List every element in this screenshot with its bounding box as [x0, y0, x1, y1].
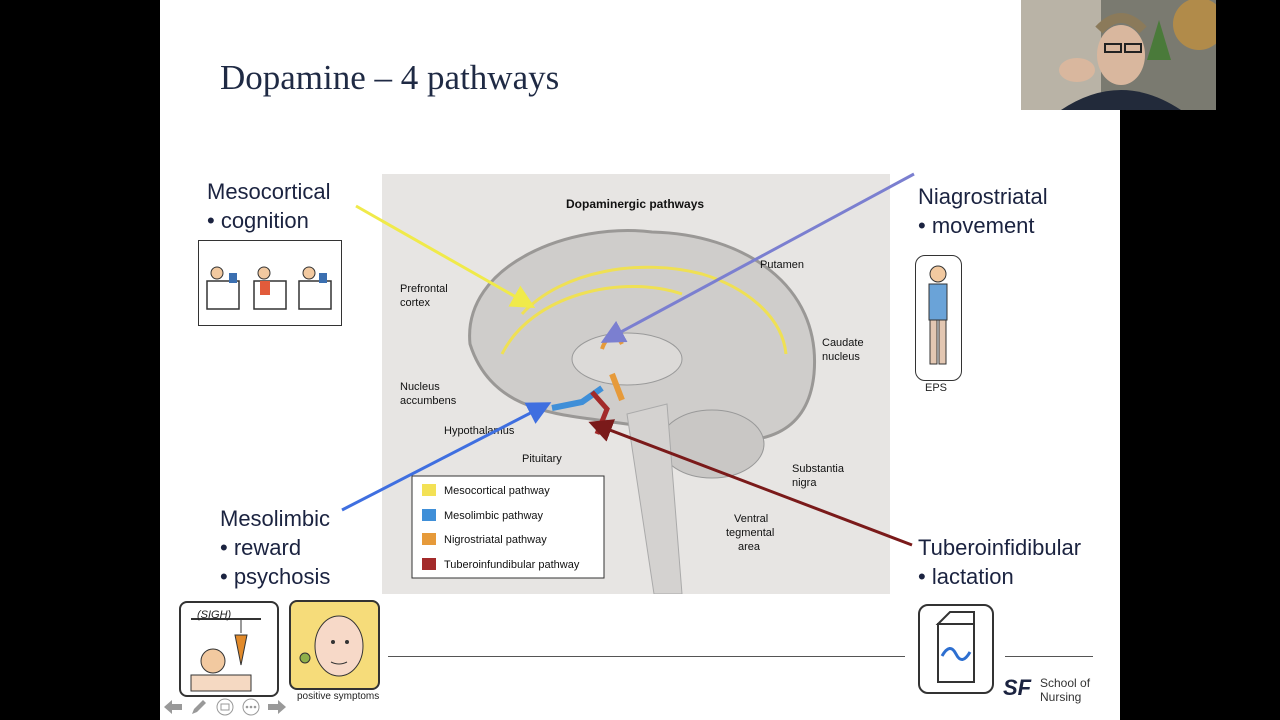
- nigrostriatal-bullet: • movement: [918, 213, 1035, 238]
- caudate-label: Caudate: [822, 337, 864, 349]
- legend-swatch-tuberoinfundibular: [422, 558, 436, 570]
- nigrostriatal-name: Niagrostriatal: [918, 184, 1048, 209]
- classroom-icon: [198, 240, 342, 326]
- mesocortical-arrow: [355, 204, 536, 308]
- tuberoinfundibular-bullet: • lactation: [918, 564, 1014, 589]
- legend-label-nigrostriatal: Nigrostriatal pathway: [444, 534, 547, 546]
- tegmental-label: tegmental: [726, 527, 774, 539]
- presenter-webcam: [1021, 0, 1216, 110]
- nucleus-label: nucleus: [822, 351, 860, 363]
- tuberoinfundibular-arrow: [588, 419, 913, 547]
- slides-icon[interactable]: [215, 697, 235, 717]
- mesolimbic-bullet-psychosis: • psychosis: [220, 564, 331, 589]
- mesolimbic-bullet-reward: • reward: [220, 535, 302, 560]
- positive-symptoms-caption: positive symptoms: [297, 691, 380, 702]
- figure-legend: Mesocortical pathway Mesolimbic pathway …: [411, 475, 605, 579]
- ucsf-logo: SF: [1003, 675, 1032, 700]
- pathway-arrows: [341, 172, 915, 547]
- nigra-label: nigra: [792, 477, 817, 489]
- org-line-1: School of: [1040, 676, 1091, 690]
- mesolimbic-label: Mesolimbic • reward • psychosis: [220, 504, 330, 591]
- legend-label-tuberoinfundibular: Tuberoinfundibular pathway: [444, 559, 580, 571]
- figure-title: Dopaminergic pathways: [566, 197, 704, 211]
- area-label: area: [738, 541, 761, 553]
- slide-title: Dopamine – 4 pathways: [220, 58, 560, 97]
- tuberoinfundibular-name: Tuberoinfidibular: [918, 535, 1082, 560]
- pen-icon[interactable]: [189, 697, 209, 717]
- footer-rule: [388, 656, 905, 657]
- legend-label-mesolimbic: Mesolimbic pathway: [444, 510, 544, 522]
- legend-label-mesocortical: Mesocortical pathway: [444, 485, 550, 497]
- substantia-label: Substantia: [792, 463, 845, 475]
- arrow-left-icon[interactable]: [163, 697, 183, 717]
- accumbens-label-2: accumbens: [400, 395, 457, 407]
- mesocortical-name: Mesocortical: [207, 179, 331, 204]
- nigrostriatal-label: Niagrostriatal • movement: [918, 182, 1048, 240]
- slide-navigation: [163, 697, 287, 717]
- slide: Dopamine – 4 pathways Mesocortical • cog…: [160, 0, 1120, 720]
- carrot-stick-icon: (SIGH): [179, 601, 279, 697]
- prefrontal-label: Prefrontal: [400, 283, 448, 295]
- milk-carton-icon: [918, 604, 994, 694]
- hypothalamus-label: Hypothalamus: [444, 425, 515, 437]
- tuberoinfundibular-label: Tuberoinfidibular • lactation: [918, 533, 1081, 591]
- sigh-caption: (SIGH): [197, 609, 232, 621]
- legend-swatch-mesocortical: [422, 484, 436, 496]
- cortex-label: cortex: [400, 297, 430, 309]
- ventral-label: Ventral: [734, 513, 768, 525]
- org-line-2: Nursing: [1040, 690, 1082, 704]
- accumbens-label-1: Nucleus: [400, 381, 440, 393]
- school-of-nursing: School of Nursing: [1040, 676, 1090, 704]
- mesolimbic-name: Mesolimbic: [220, 506, 331, 531]
- more-icon[interactable]: [241, 697, 261, 717]
- eps-caption: EPS: [925, 382, 948, 394]
- nigrostriatal-arrow: [600, 172, 915, 343]
- hallucination-face-icon: [289, 600, 380, 690]
- dopaminergic-pathways-figure: Dopaminergic pathways Prefrontal cortex …: [382, 174, 890, 594]
- mesolimbic-arrow: [341, 402, 552, 512]
- footer-rule-right: [1005, 656, 1093, 657]
- legend-swatch-mesolimbic: [422, 509, 436, 521]
- putamen-label: Putamen: [760, 259, 804, 271]
- standing-person-icon: [915, 255, 962, 381]
- legend-swatch-nigrostriatal: [422, 533, 436, 545]
- mesocortical-label: Mesocortical • cognition: [207, 177, 330, 235]
- arrow-right-icon[interactable]: [267, 697, 287, 717]
- pituitary-label: Pituitary: [522, 453, 562, 465]
- mesocortical-bullet: • cognition: [207, 208, 309, 233]
